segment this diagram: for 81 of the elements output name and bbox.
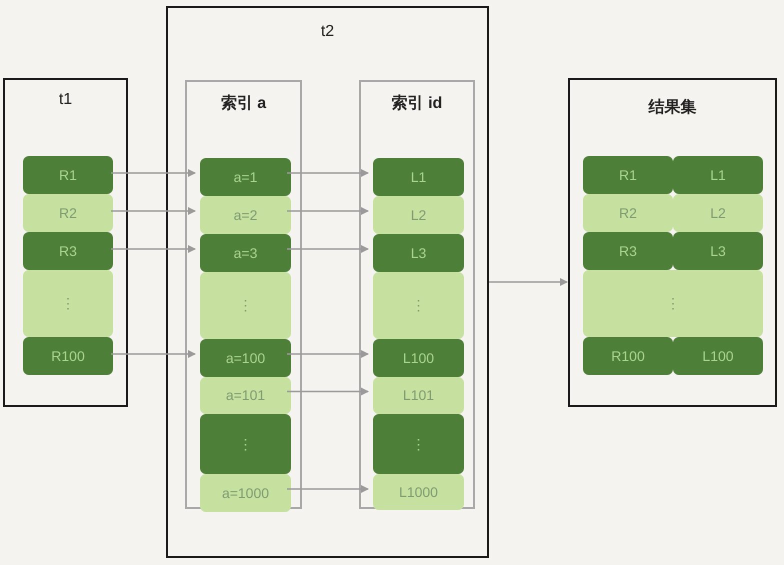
row-cell <box>23 156 113 194</box>
cell-label: ⋮ <box>412 434 426 454</box>
cell-label: ⋮ <box>238 296 252 315</box>
cell-label: L1 <box>710 166 726 184</box>
cell-label: ⋮ <box>238 434 252 454</box>
arrow <box>111 169 196 177</box>
row-cell <box>200 234 291 272</box>
row-cell <box>583 232 673 270</box>
arrow <box>111 207 196 215</box>
row-cell <box>373 339 464 377</box>
arrow <box>111 350 196 358</box>
container-title: 结果集 <box>648 98 696 118</box>
row-cell <box>673 156 763 194</box>
cell-label: a=3 <box>234 244 258 262</box>
cell-label: L2 <box>710 204 726 222</box>
row-cell <box>373 474 464 510</box>
cell-label: a=101 <box>226 386 266 405</box>
cell-label: L3 <box>410 244 426 262</box>
cell-label: ⋮ <box>666 294 680 313</box>
arrow <box>287 485 369 493</box>
row-cell <box>583 337 673 375</box>
cell-label: L1 <box>410 168 426 186</box>
row-cell <box>373 234 464 272</box>
row-cell <box>673 337 763 375</box>
cell-label: R3 <box>59 242 77 260</box>
cell-label: a=1000 <box>222 484 270 502</box>
container-title: 索引 a <box>220 93 266 114</box>
row-cell <box>200 158 291 196</box>
row-cell <box>673 232 763 270</box>
row-cell <box>200 272 291 339</box>
arrow <box>287 350 369 358</box>
cell-label: ⋮ <box>61 294 75 313</box>
row-cell <box>373 414 464 474</box>
cell-label: ⋮ <box>412 296 426 315</box>
row-cell <box>673 194 763 232</box>
cell-label: R100 <box>51 346 85 366</box>
arrow <box>287 207 369 215</box>
row-cell <box>23 270 113 337</box>
cell-label: L100 <box>402 348 434 368</box>
cell-label: R100 <box>611 346 645 366</box>
cell-label: a=2 <box>234 206 258 224</box>
cell-label: R2 <box>619 204 637 222</box>
table-container <box>185 80 302 509</box>
arrow <box>287 169 369 177</box>
row-cell <box>200 414 291 474</box>
table-container <box>568 78 777 407</box>
container-title: t1 <box>58 90 72 110</box>
row-cell <box>200 339 291 377</box>
cell-label: R1 <box>59 166 77 184</box>
row-cell <box>373 272 464 339</box>
cell-label: L101 <box>402 386 434 405</box>
cell-label: L3 <box>710 242 726 260</box>
table-container <box>3 78 128 407</box>
row-cell <box>200 474 291 512</box>
cell-label: a=1 <box>234 168 258 186</box>
row-cell <box>200 377 291 414</box>
table-container <box>359 80 475 509</box>
row-cell <box>23 194 113 232</box>
row-cell <box>583 156 673 194</box>
cell-label: L1000 <box>399 482 438 502</box>
row-cell <box>373 377 464 414</box>
row-cell <box>373 158 464 196</box>
container-title: 索引 id <box>392 93 442 114</box>
table-container <box>166 6 489 558</box>
arrow <box>287 245 369 253</box>
cell-label: L100 <box>702 346 734 366</box>
cell-label: R1 <box>619 166 637 184</box>
row-cell <box>583 270 763 337</box>
cell-label: R3 <box>619 242 637 260</box>
row-cell <box>583 194 673 232</box>
row-cell <box>23 232 113 270</box>
arrow <box>287 388 369 396</box>
cell-label: a=100 <box>226 348 266 368</box>
container-title: t2 <box>320 22 334 42</box>
arrow <box>111 245 196 253</box>
arrow <box>489 278 568 286</box>
cell-label: L2 <box>410 206 426 224</box>
row-cell <box>23 337 113 375</box>
cell-label: R2 <box>59 204 77 222</box>
row-cell <box>373 196 464 234</box>
row-cell <box>200 196 291 234</box>
